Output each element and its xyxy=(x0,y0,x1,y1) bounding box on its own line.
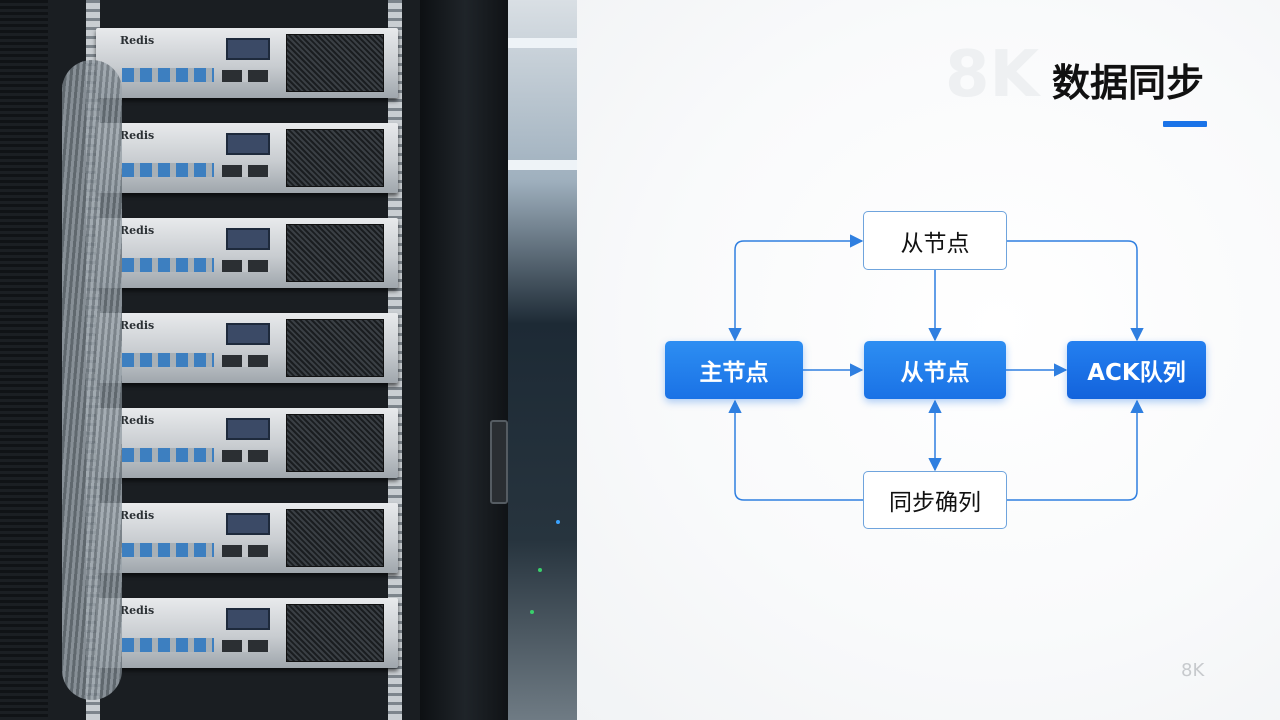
server-brand-label: Redis xyxy=(120,34,155,47)
datacenter-aisle xyxy=(508,0,577,720)
server-display xyxy=(226,323,270,345)
status-led xyxy=(556,520,560,524)
ethernet-ports xyxy=(122,543,214,557)
edge-top-ack xyxy=(1007,240,1144,342)
server-unit: Redis xyxy=(96,218,398,288)
server-brand-label: Redis xyxy=(120,509,155,522)
node-slave-top: 从节点 xyxy=(863,211,1007,270)
page-title: 数据同步 xyxy=(1051,61,1204,105)
edge-bottom-ack xyxy=(1007,399,1144,501)
node-slave-center: 从节点 xyxy=(864,341,1006,399)
ethernet-ports xyxy=(122,163,214,177)
ethernet-ports xyxy=(122,258,214,272)
server-rack-photo: Redis Redis Redis Redis Redis Redis xyxy=(0,0,577,720)
sfp-ports xyxy=(222,545,270,557)
server-display xyxy=(226,38,270,60)
server-vent xyxy=(286,319,384,377)
node-master: 主节点 xyxy=(665,341,803,399)
status-led xyxy=(538,568,542,572)
server-unit: Redis xyxy=(96,313,398,383)
server-vent xyxy=(286,34,384,92)
server-display xyxy=(226,608,270,630)
title-underline xyxy=(1163,121,1207,127)
server-vent xyxy=(286,129,384,187)
sfp-ports xyxy=(222,70,270,82)
sfp-ports xyxy=(222,165,270,177)
server-display xyxy=(226,418,270,440)
server-display xyxy=(226,513,270,535)
door-handle xyxy=(490,420,508,504)
server-vent xyxy=(286,509,384,567)
server-unit: Redis xyxy=(96,503,398,573)
network-cables xyxy=(62,60,122,700)
node-ack-queue: ACK队列 xyxy=(1067,341,1206,399)
server-brand-label: Redis xyxy=(120,604,155,617)
server-vent xyxy=(286,414,384,472)
server-vent xyxy=(286,224,384,282)
rack-door xyxy=(420,0,510,720)
sfp-ports xyxy=(222,640,270,652)
server-brand-label: Redis xyxy=(120,129,155,142)
background-watermark: 8K xyxy=(945,38,1040,112)
server-brand-label: Redis xyxy=(120,224,155,237)
corner-watermark: 8K xyxy=(1181,660,1205,681)
status-led xyxy=(530,610,534,614)
server-unit: Redis xyxy=(96,123,398,193)
ceiling-light xyxy=(508,160,577,170)
server-display xyxy=(226,133,270,155)
ethernet-ports xyxy=(122,638,214,652)
server-vent xyxy=(286,604,384,662)
node-sync-confirm: 同步确列 xyxy=(863,471,1007,529)
rack-side-panel xyxy=(0,0,48,720)
sfp-ports xyxy=(222,450,270,462)
edge-master-top xyxy=(728,234,864,342)
ethernet-ports xyxy=(122,68,214,82)
sfp-ports xyxy=(222,260,270,272)
server-brand-label: Redis xyxy=(120,414,155,427)
server-brand-label: Redis xyxy=(120,319,155,332)
server-unit: Redis xyxy=(96,408,398,478)
server-display xyxy=(226,228,270,250)
edge-bottom-master xyxy=(728,399,863,501)
ceiling-light xyxy=(508,38,577,48)
server-unit: Redis xyxy=(96,598,398,668)
ethernet-ports xyxy=(122,448,214,462)
sfp-ports xyxy=(222,355,270,367)
ethernet-ports xyxy=(122,353,214,367)
server-unit: Redis xyxy=(96,28,398,98)
